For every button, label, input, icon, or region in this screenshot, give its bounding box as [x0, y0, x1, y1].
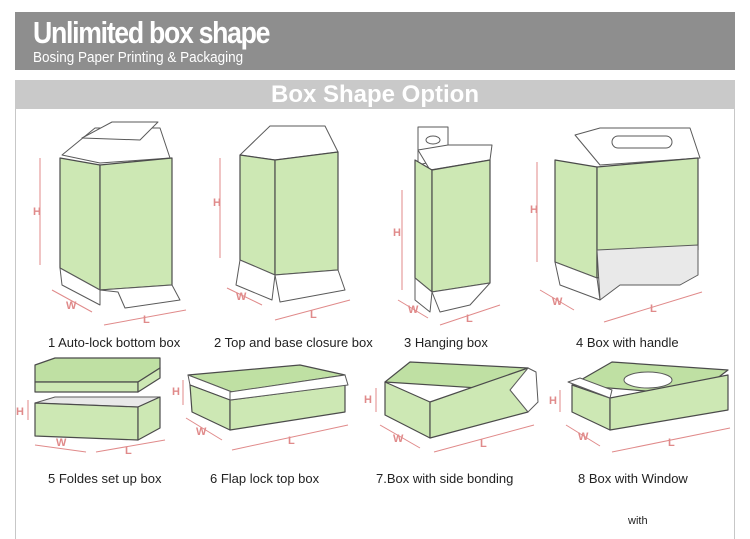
box-6-length-line: [231, 424, 349, 451]
box-4-base-flap: [554, 261, 601, 301]
box-4-h-label: H: [530, 204, 538, 216]
header-banner: Unlimited box shape Bosing Paper Printin…: [15, 12, 735, 70]
box-3-l-label: L: [466, 313, 473, 325]
box-3-bottom-flap-right: [431, 282, 491, 313]
box-3-h-label: H: [393, 227, 401, 239]
box-4-side-face: [554, 159, 598, 279]
box-1-front-face: [99, 157, 173, 291]
box-6-width-line: [185, 417, 223, 441]
box-4-l-label: L: [650, 303, 657, 315]
box-1-l-label: L: [143, 314, 150, 326]
box-3-illustration: H W L: [393, 126, 501, 326]
box-5-h-label: H: [16, 406, 24, 418]
box-6-illustration: H W L: [172, 364, 349, 451]
box-2-front-face: [274, 151, 339, 276]
box-5-length-line: [95, 439, 166, 453]
box-5-caption: 5 Foldes set up box: [48, 471, 162, 486]
box-3-caption: 3 Hanging box: [404, 335, 488, 350]
box-1-bottom-flap-right: [99, 284, 181, 309]
box-8-w-label: W: [578, 431, 589, 443]
box-4-illustration: H W L: [530, 127, 703, 323]
box-2-bottom-flap-right: [274, 269, 346, 303]
box-5-w-label: W: [56, 437, 67, 449]
box-1-width-line: [51, 289, 93, 313]
box-7-length-line: [433, 424, 535, 453]
box-8-caption: 8 Box with Window: [578, 471, 688, 486]
box-5-base-side: [137, 396, 161, 441]
box-3-top-flap: [417, 144, 493, 171]
box-6-h-label: H: [172, 386, 180, 398]
box-2-illustration: H W L: [213, 125, 351, 321]
box-4-length-line: [603, 291, 703, 323]
box-8-length-line: [611, 427, 731, 453]
box-4-width-line: [539, 289, 575, 311]
box-7-caption: 7.Box with side bonding: [376, 471, 514, 486]
box-1-length-line: [103, 309, 187, 326]
box-1-caption: 1 Auto-lock bottom box: [48, 335, 181, 350]
box-5-l-label: L: [125, 445, 132, 457]
box-illustrations: H W L H W L H W L: [16, 121, 731, 457]
box-2-h-label: H: [213, 197, 221, 209]
box-7-l-label: L: [480, 438, 487, 450]
box-3-hang-hole: [425, 135, 441, 145]
box-8-l-label: L: [668, 437, 675, 449]
box-4-base: [596, 244, 699, 301]
box-8-illustration: H W L: [549, 361, 731, 453]
box-3-w-label: W: [408, 304, 419, 316]
box-5-lid-front: [34, 381, 139, 393]
content-frame: [15, 109, 735, 539]
box-3-front-face: [431, 159, 491, 293]
box-3-length-line: [439, 304, 501, 326]
box-2-w-label: W: [236, 291, 247, 303]
section-title: Box Shape Option: [270, 81, 479, 108]
box-8-flap: [567, 377, 613, 399]
box-1-w-label: W: [66, 300, 77, 312]
box-5-lid-top: [34, 357, 161, 383]
box-4-caption: 4 Box with handle: [576, 335, 679, 350]
box-1-bottom-flap-left: [59, 267, 101, 306]
box-1-side-face: [59, 157, 101, 291]
box-2-side-face: [239, 154, 276, 276]
box-7-w-label: W: [393, 433, 404, 445]
box-2-length-line: [274, 299, 351, 321]
header-title: Unlimited box shape: [33, 15, 271, 50]
box-4-handle-hole: [611, 135, 673, 149]
box-7-illustration: H W L: [364, 361, 539, 453]
box-7-side-flap: [509, 367, 539, 413]
box-8-width-line: [565, 424, 601, 447]
box-6-flap-front: [229, 374, 349, 401]
box-3-width-line: [397, 299, 429, 319]
box-6-w-label: W: [196, 426, 207, 438]
box-5-illustration: H W L: [16, 357, 166, 457]
box-3-bottom-flap-left: [414, 277, 433, 313]
box-1-tuck-flap: [81, 121, 159, 141]
section-bar: Box Shape Option: [15, 80, 735, 109]
box-7-width-line: [379, 424, 421, 449]
box-4-w-label: W: [552, 296, 563, 308]
box-3-side-face: [414, 159, 433, 293]
box-8-h-label: H: [549, 395, 557, 407]
box-5-width-line: [34, 444, 87, 453]
box-1-illustration: H W L: [33, 121, 187, 326]
box-6-caption: 6 Flap lock top box: [210, 471, 320, 486]
box-6-l-label: L: [288, 435, 295, 447]
box-8-window: [623, 371, 673, 389]
box-8-front: [609, 374, 729, 431]
box-2-bottom-flap-left: [235, 259, 276, 301]
box-5-lid-side: [137, 367, 161, 393]
box-2-l-label: L: [310, 309, 317, 321]
box-7-h-label: H: [364, 394, 372, 406]
box-2-width-line: [226, 287, 263, 306]
box-1-h-label: H: [33, 206, 41, 218]
box-5-base-front: [34, 402, 139, 441]
box-2-caption: 2 Top and base closure box: [214, 335, 373, 350]
footer-fragment: with: [628, 515, 648, 527]
header-subtitle: Bosing Paper Printing & Packaging: [33, 49, 244, 66]
box-7-side: [384, 381, 431, 439]
